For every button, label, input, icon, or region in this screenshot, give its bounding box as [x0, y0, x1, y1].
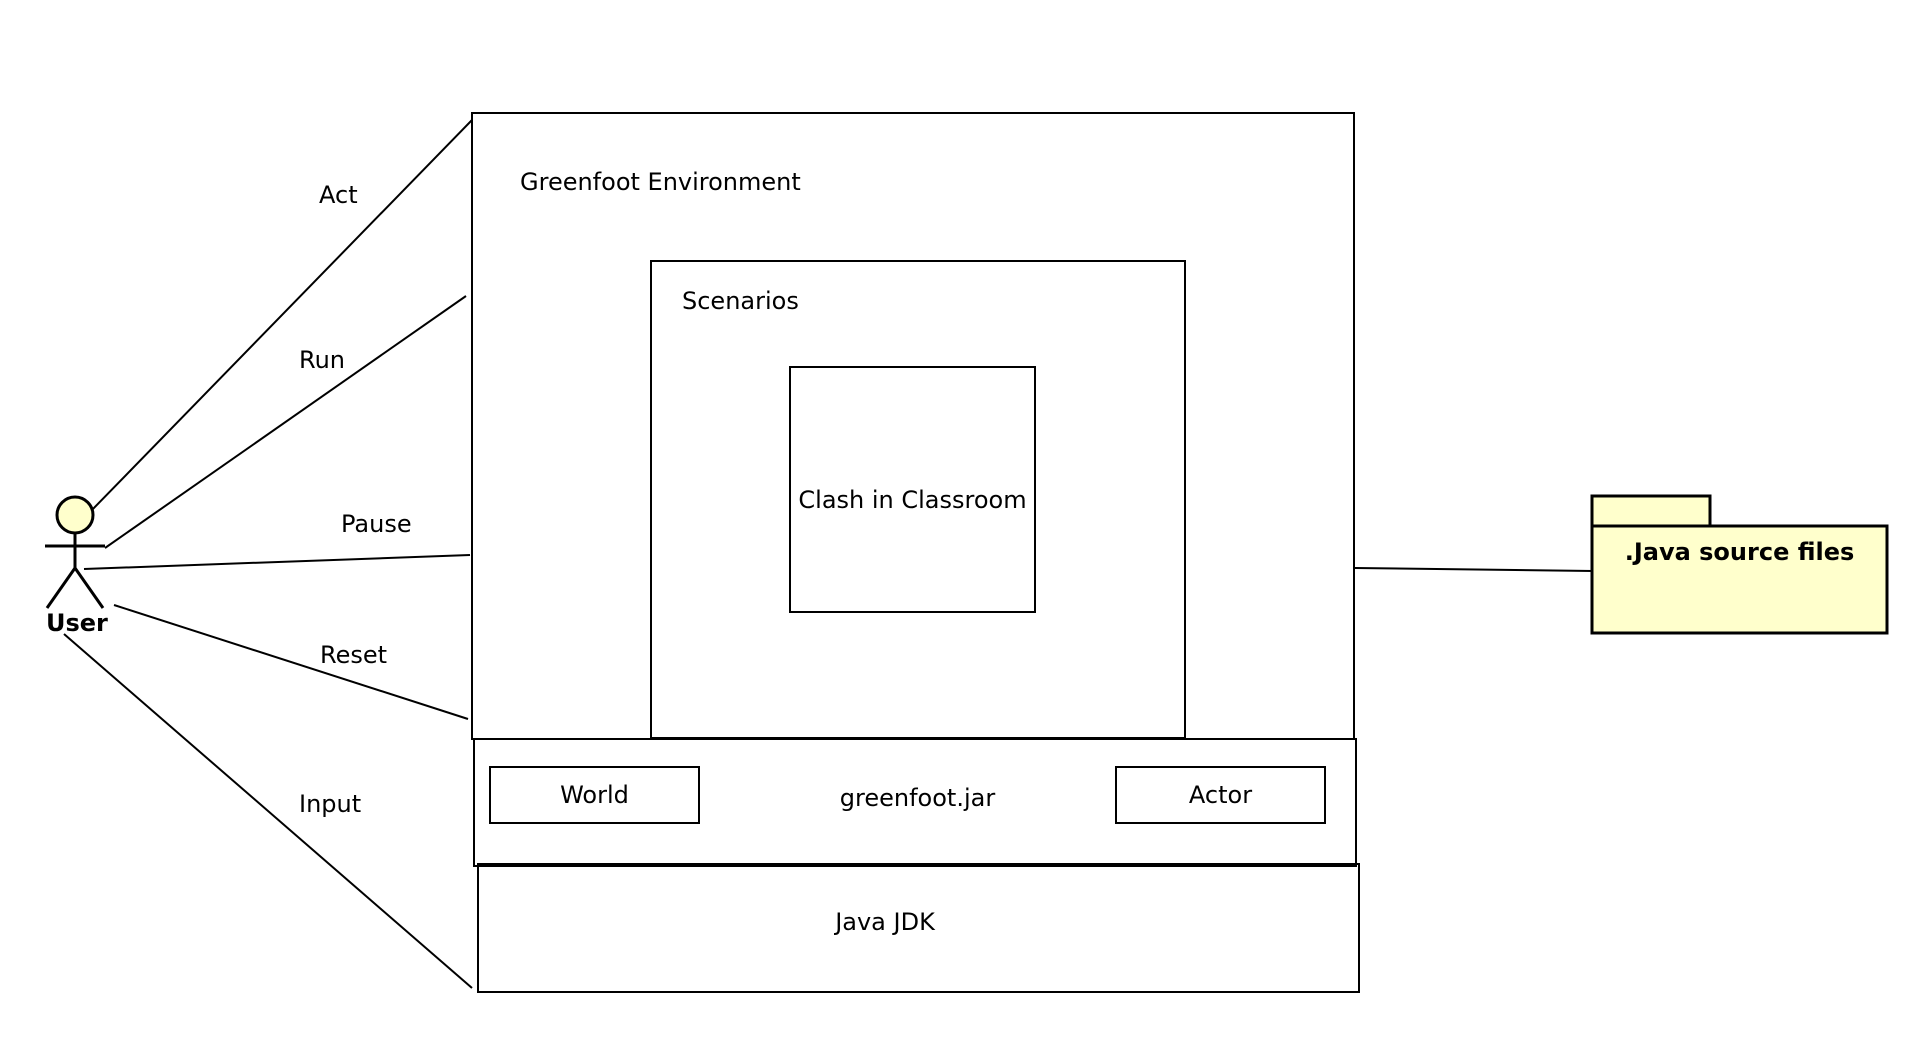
association-run-label: Run — [299, 346, 346, 374]
clash-in-classroom-title: Clash in Classroom — [798, 486, 1027, 514]
greenfoot-environment-title: Greenfoot Environment — [520, 168, 801, 196]
actor-class-label: Actor — [1188, 781, 1253, 809]
world-class-label: World — [560, 781, 629, 809]
package-body — [1590, 524, 1889, 635]
scenarios-title: Scenarios — [682, 287, 799, 315]
world-class-box — [489, 766, 700, 824]
greenfoot-jar-title: greenfoot.jar — [839, 784, 996, 812]
association-pause-line — [83, 554, 471, 570]
actor-class-box — [1115, 766, 1326, 824]
java-source-package-label: .Java source files — [1624, 538, 1855, 566]
greenfoot-jar-box — [473, 738, 1357, 867]
actor-name-label: User — [46, 609, 108, 637]
association-reset-line — [113, 604, 469, 720]
package-connector-line — [1354, 567, 1594, 572]
actor-head — [55, 495, 95, 535]
association-run-line — [104, 295, 467, 549]
association-input-line — [63, 633, 473, 989]
user-actor-figure — [45, 495, 105, 609]
clash-in-classroom-box — [789, 366, 1036, 613]
association-act-label: Act — [319, 181, 358, 209]
java-jdk-box — [477, 863, 1360, 993]
association-pause-label: Pause — [341, 510, 412, 538]
java-source-package-shape — [1590, 494, 1889, 635]
package-tab — [1590, 494, 1712, 529]
java-jdk-title: Java JDK — [835, 908, 935, 936]
association-input-label: Input — [299, 790, 362, 818]
association-act-line — [89, 119, 473, 513]
association-reset-label: Reset — [320, 641, 388, 669]
